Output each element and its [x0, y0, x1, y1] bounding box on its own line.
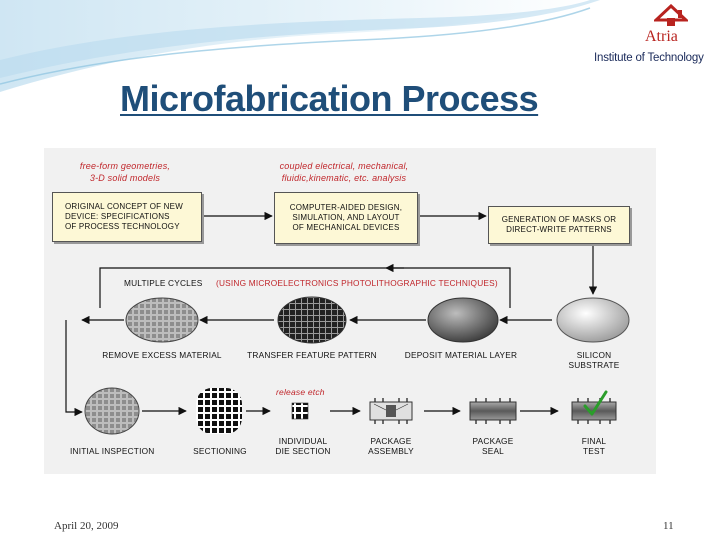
- note-analysis-line1: coupled electrical, mechanical,: [279, 161, 409, 171]
- note-geometries-line2: 3-D solid models: [89, 173, 161, 183]
- cycle-loop-line: [99, 267, 511, 308]
- label-package-seal-2: SEAL: [481, 446, 505, 456]
- box-cad-line1: COMPUTER-AIDED DESIGN,: [289, 203, 403, 212]
- label-deposit-material-layer: DEPOSIT MATERIAL LAYER: [404, 350, 518, 360]
- package-assembly-icon: [369, 398, 413, 424]
- box-concept-line2: DEVICE: SPECIFICATIONS: [65, 212, 170, 221]
- wafer-transfer-pattern: [277, 296, 347, 344]
- label-remove-excess-material: REMOVE EXCESS MATERIAL: [102, 350, 222, 360]
- final-test-icon: [571, 390, 617, 424]
- die-section-icon: [291, 402, 309, 420]
- logo-name: Atria: [645, 28, 678, 45]
- label-techniques: (USING MICROELECTRONICS PHOTOLITHOGRAPHI…: [216, 278, 498, 288]
- atria-logo: Atria Institute of Technology: [594, 0, 728, 70]
- box-masks-line1: GENERATION OF MASKS OR: [501, 215, 617, 224]
- label-individual: INDIVIDUAL: [278, 436, 328, 446]
- logo-subtitle: Institute of Technology: [594, 52, 704, 64]
- label-multiple-cycles: MULTIPLE CYCLES: [124, 278, 203, 288]
- slide-title: Microfabrication Process: [120, 78, 539, 119]
- box-concept-line1: ORIGINAL CONCEPT OF NEW: [65, 202, 183, 211]
- logo-roof-icon: [654, 4, 688, 26]
- label-test: TEST: [582, 446, 605, 456]
- box-original-concept: ORIGINAL CONCEPT OF NEW DEVICE: SPECIFIC…: [52, 192, 202, 242]
- note-geometries-line1: free-form geometries,: [79, 161, 171, 171]
- box-cad-line2: SIMULATION, AND LAYOUT: [292, 213, 400, 222]
- wafer-silicon-substrate: [556, 297, 630, 343]
- label-package-assembly-2: ASSEMBLY: [368, 446, 414, 456]
- label-release-etch: release etch: [276, 387, 325, 397]
- label-silicon: SILICON: [576, 350, 612, 360]
- diagram-panel: free-form geometries, 3-D solid models c…: [44, 148, 656, 474]
- wafer-initial-inspection: [84, 387, 140, 435]
- checkmark-icon: [583, 390, 608, 416]
- label-package-seal-1: PACKAGE: [472, 436, 514, 446]
- wafer-sectioning: [196, 388, 242, 434]
- left-loop-line: [65, 320, 83, 417]
- wafer-remove-material: [125, 297, 199, 343]
- package-seal-icon: [469, 398, 517, 424]
- label-initial-inspection: INITIAL INSPECTION: [70, 446, 155, 456]
- background-wave: [0, 0, 600, 92]
- note-analysis-line2: fluidic,kinematic, etc. analysis: [281, 173, 407, 183]
- label-substrate: SUBSTRATE: [568, 360, 620, 370]
- slide-page-number: 11: [663, 520, 674, 532]
- box-computer-aided-design: COMPUTER-AIDED DESIGN, SIMULATION, AND L…: [274, 192, 418, 244]
- box-masks-line2: DIRECT-WRITE PATTERNS: [506, 225, 612, 234]
- label-final: FINAL: [581, 436, 607, 446]
- label-package-assembly-1: PACKAGE: [370, 436, 412, 446]
- diagram-connectors: [65, 211, 630, 435]
- label-sectioning: SECTIONING: [193, 446, 247, 456]
- slide-date: April 20, 2009: [54, 520, 119, 532]
- box-generation-of-masks: GENERATION OF MASKS OR DIRECT-WRITE PATT…: [488, 206, 630, 244]
- box-cad-line3: OF MECHANICAL DEVICES: [292, 223, 400, 232]
- label-transfer-feature-pattern: TRANSFER FEATURE PATTERN: [247, 350, 377, 360]
- label-die-section: DIE SECTION: [275, 446, 331, 456]
- box-concept-line3: OF PROCESS TECHNOLOGY: [65, 222, 180, 231]
- wafer-deposit-layer: [427, 297, 499, 343]
